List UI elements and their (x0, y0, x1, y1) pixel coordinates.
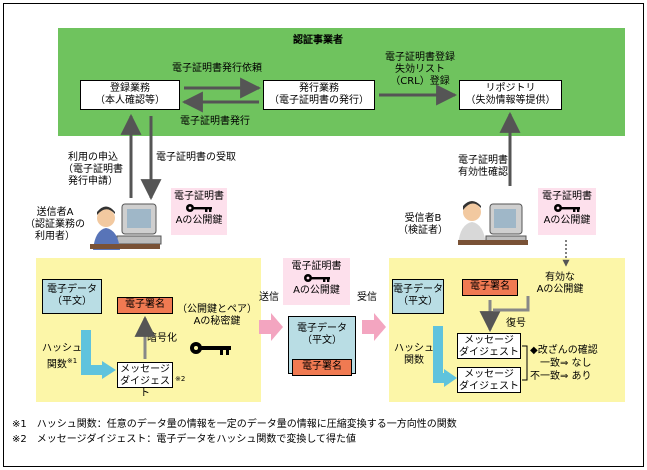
hash-arrow-left (81, 330, 104, 375)
registration-line2: （本人確認等） (95, 95, 165, 106)
hash-left-text: 関数 (46, 359, 67, 371)
repository-box: リポジトリ （失効情報等提供） (459, 80, 562, 110)
footnote-2: ※2 メッセージダイジェスト：電子データをハッシュ関数で変換して得た値 (12, 434, 357, 445)
apply-line2: （電子証明書 (63, 164, 123, 175)
validity-check-label: 電子証明書 有効性確認 (448, 155, 518, 179)
secret-key-icon (190, 342, 231, 355)
repository-line2: （失効情報等提供） (465, 95, 556, 106)
crl-label: 電子証明書登録 失効リスト （CRL）登録 (374, 52, 466, 88)
hash-left-line2: 関数※1 (40, 355, 84, 371)
receiver-certificate-doc: 電子証明書 Aの公開鍵 (538, 188, 596, 235)
transit-data-line1: 電子データ (297, 323, 347, 334)
sender-digest-box: メッセージ ダイジェスト (117, 362, 173, 399)
receiver-signature-box: 電子署名 (462, 279, 518, 296)
send-label: 送信 (259, 292, 279, 303)
receiver-digest-bottom-line1: メッセージ (464, 369, 514, 380)
sender-person-icon (90, 203, 162, 250)
digest-sup: ※2 (175, 375, 186, 383)
decrypt-label: 復号 (506, 318, 526, 329)
crl-line3: （CRL）登録 (390, 76, 450, 87)
issuance-line1: 発行業務 (299, 83, 339, 94)
hash-right-line2: 関数 (404, 355, 424, 366)
receiver-digest-top-line2: ダイジェスト (459, 347, 519, 358)
sender-line1: 送信者A (36, 207, 74, 218)
crl-line2: 失効リスト (395, 64, 445, 75)
footnote-1: ※1 ハッシュ関数：任意のデータ量の情報を一定のデータ量の情報に圧縮変換する一方… (12, 419, 457, 430)
receiver-line2: （検証者） (398, 225, 448, 236)
pair-key-line1: （公開鍵とペア） (177, 304, 257, 315)
sender-signature-box: 電子署名 (117, 297, 173, 314)
apply-line3: 発行申請） (68, 176, 118, 187)
valid-key-label: 有効な Aの公開鍵 (527, 272, 593, 296)
sender-data-box: 電子データ （平文） (42, 279, 102, 314)
sender-digest-line1: メッセージ (120, 364, 170, 375)
receiver-data-line1: 電子データ (393, 284, 443, 295)
receiver-label: 受信者B （検証者） (395, 213, 451, 237)
compare-bracket (522, 345, 528, 381)
tamper-line1: ◆改ざんの確認 (530, 345, 598, 356)
registration-box: 登録業務 （本人確認等） (80, 80, 180, 110)
validity-line2: 有効性確認 (458, 167, 508, 178)
hash-left-line1: ハッシュ (42, 343, 82, 354)
repository-line1: リポジトリ (485, 83, 536, 94)
sender-line3: 利用者） (35, 231, 75, 242)
issue-label: 電子証明書発行 (180, 116, 250, 127)
key-icon (538, 203, 596, 215)
sender-certificate-doc: 電子証明書 Aの公開鍵 (171, 188, 227, 235)
tamper-line3: 不一致⇒ あり (530, 371, 592, 382)
hash-arrow-right (433, 326, 446, 383)
sender-data-line2: （平文） (52, 296, 92, 307)
validity-line1: 電子証明書 (458, 155, 508, 166)
receive-label: 受信 (357, 292, 377, 303)
receive-cert-label: 電子証明書の受取 (156, 152, 236, 163)
sender-data-line1: 電子データ (47, 284, 97, 295)
key-icon (171, 203, 227, 215)
issuance-box: 発行業務 （電子証明書の発行） (263, 80, 375, 110)
authority-title: 認証事業者 (293, 35, 343, 46)
encrypt-label: 暗号化 (147, 333, 177, 344)
issue-request-label: 電子証明書発行依頼 (172, 63, 262, 74)
apply-label: 利用の申込 （電子証明書 発行申請） (60, 152, 126, 188)
tamper-check-label: ◆改ざんの確認 一致⇒ なし 不一致⇒ あり (530, 344, 598, 383)
hash-left-label: ハッシュ 関数※1 (40, 343, 84, 371)
crl-line1: 電子証明書登録 (385, 52, 455, 63)
decrypt-key-path (493, 296, 530, 312)
receiver-line1: 受信者B (404, 213, 442, 224)
receiver-person-icon (458, 201, 528, 245)
registration-line1: 登録業務 (110, 83, 150, 94)
sender-digest-line2: ダイジェスト (120, 376, 170, 399)
apply-line1: 利用の申込 (68, 152, 118, 163)
transit-signature-box: 電子署名 (292, 359, 352, 376)
transit-certificate-doc: 電子証明書 Aの公開鍵 (283, 258, 350, 305)
hash-right-label: ハッシュ 関数 (394, 343, 434, 367)
receiver-cert-key: Aの公開鍵 (543, 215, 591, 226)
transit-cert-key: Aの公開鍵 (293, 285, 340, 296)
pair-key-label: （公開鍵とペア） Aの秘密鍵 (171, 304, 263, 328)
transit-data-line2: （平文） (302, 335, 342, 346)
diagram-frame (3, 3, 644, 467)
receiver-data-line2: （平文） (398, 296, 438, 307)
valid-key-line1: 有効な (545, 272, 575, 283)
tamper-line2: 一致⇒ なし (540, 358, 592, 369)
receiver-digest-box-top: メッセージ ダイジェスト (457, 333, 521, 359)
hash-right-line1: ハッシュ (394, 343, 434, 354)
sender-cert-key: Aの公開鍵 (175, 215, 223, 226)
receiver-data-box: 電子データ （平文） (392, 279, 444, 314)
receive-arrow (362, 313, 386, 341)
transit-cert-title: 電子証明書 (291, 261, 342, 272)
sender-line2: （認証業務の (25, 219, 85, 230)
valid-key-line2: Aの公開鍵 (536, 284, 584, 295)
receiver-digest-top-line1: メッセージ (464, 335, 514, 346)
hash-left-sup: ※1 (66, 357, 78, 365)
key-icon (283, 273, 350, 285)
sender-cert-title: 電子証明書 (174, 191, 224, 202)
issuance-line2: （電子証明書の発行） (269, 95, 369, 106)
receiver-digest-box-bottom: メッセージ ダイジェスト (457, 367, 521, 393)
send-arrow (259, 313, 283, 341)
pair-key-line2: Aの秘密鍵 (193, 316, 241, 327)
sender-label: 送信者A （認証業務の 利用者） (20, 207, 90, 243)
receiver-cert-title: 電子証明書 (542, 191, 592, 202)
receiver-digest-bottom-line2: ダイジェスト (459, 381, 519, 392)
